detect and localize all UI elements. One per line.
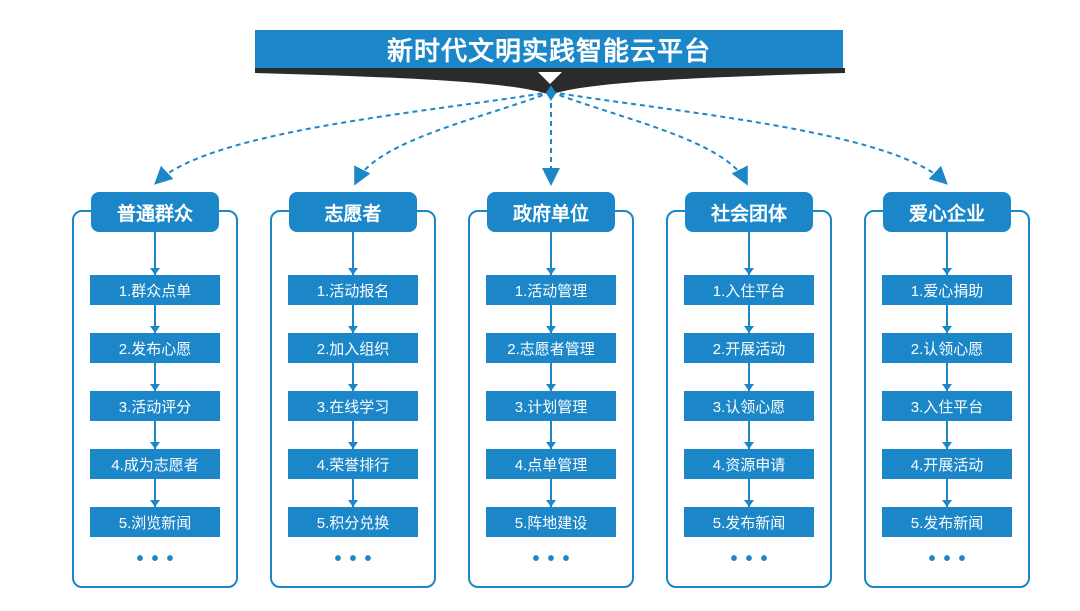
dashed-arrow-icon — [550, 91, 748, 186]
flow-step: 1.群众点单 — [90, 275, 220, 305]
flow-step: 4.资源申请 — [684, 449, 814, 479]
arrow-down-icon — [744, 305, 754, 333]
arrow-down-icon — [150, 421, 160, 449]
flow-step: 3.在线学习 — [288, 391, 418, 421]
dashed-arrow-icon — [550, 91, 948, 185]
arrow-down-icon — [942, 421, 952, 449]
flow-step: 1.活动报名 — [288, 275, 418, 305]
role-column: 政府单位 1.活动管理 2.志愿者管理 3.计划管理 4.点单管理 5.阵地建设 ••• — [468, 192, 634, 596]
ellipsis-more: ••• — [334, 548, 380, 570]
column-flow: 1.入住平台 2.开展活动 3.认领心愿 4.资源申请 5.发布新闻 ••• — [666, 232, 832, 569]
arrow-down-icon — [546, 232, 556, 275]
role-column: 志愿者 1.活动报名 2.加入组织 3.在线学习 4.荣誉排行 5.积分兑换 ••• — [270, 192, 436, 596]
column-flow: 1.爱心捐助 2.认领心愿 3.入住平台 4.开展活动 5.发布新闻 ••• — [864, 232, 1030, 569]
role-column: 普通群众 1.群众点单 2.发布心愿 3.活动评分 4.成为志愿者 5.浏览新闻 ••• — [72, 192, 238, 596]
arrow-down-icon — [942, 305, 952, 333]
column-header: 普通群众 — [91, 192, 219, 232]
arrow-down-icon — [546, 305, 556, 333]
hub-point-icon — [546, 86, 556, 101]
arrow-down-icon — [942, 232, 952, 275]
column-header: 政府单位 — [487, 192, 615, 232]
banner-ribbon-shape — [255, 68, 845, 95]
arrow-down-icon — [744, 479, 754, 507]
flow-step: 4.开展活动 — [882, 449, 1012, 479]
flow-step: 4.点单管理 — [486, 449, 616, 479]
arrow-down-icon — [942, 479, 952, 507]
arrow-down-icon — [348, 479, 358, 507]
column-flow: 1.群众点单 2.发布心愿 3.活动评分 4.成为志愿者 5.浏览新闻 ••• — [72, 232, 238, 569]
ellipsis-more: ••• — [928, 548, 974, 570]
flow-step: 2.认领心愿 — [882, 333, 1012, 363]
arrow-down-icon — [744, 421, 754, 449]
role-column: 社会团体 1.入住平台 2.开展活动 3.认领心愿 4.资源申请 5.发布新闻 ••• — [666, 192, 832, 596]
ellipsis-more: ••• — [730, 548, 776, 570]
flow-step: 2.志愿者管理 — [486, 333, 616, 363]
connector-fan — [154, 86, 948, 186]
flow-step: 5.积分兑换 — [288, 507, 418, 537]
column-header: 社会团体 — [685, 192, 813, 232]
flow-step: 5.发布新闻 — [684, 507, 814, 537]
arrow-down-icon — [150, 363, 160, 391]
flow-step: 5.浏览新闻 — [90, 507, 220, 537]
flow-step: 3.活动评分 — [90, 391, 220, 421]
flow-step: 4.成为志愿者 — [90, 449, 220, 479]
arrow-down-icon — [744, 232, 754, 275]
platform-title: 新时代文明实践智能云平台 — [255, 30, 843, 68]
column-header: 爱心企业 — [883, 192, 1011, 232]
dashed-arrow-icon — [354, 91, 552, 186]
arrow-down-icon — [546, 479, 556, 507]
flow-step: 1.爱心捐助 — [882, 275, 1012, 305]
arrow-down-icon — [348, 363, 358, 391]
flow-step: 5.阵地建设 — [486, 507, 616, 537]
ellipsis-more: ••• — [532, 548, 578, 570]
flow-step: 4.荣誉排行 — [288, 449, 418, 479]
flow-step: 1.活动管理 — [486, 275, 616, 305]
flow-step: 5.发布新闻 — [882, 507, 1012, 537]
role-column: 爱心企业 1.爱心捐助 2.认领心愿 3.入住平台 4.开展活动 5.发布新闻 ••• — [864, 192, 1030, 596]
arrow-down-icon — [942, 363, 952, 391]
flow-step: 2.发布心愿 — [90, 333, 220, 363]
arrow-down-icon — [348, 305, 358, 333]
ellipsis-more: ••• — [136, 548, 182, 570]
arrow-down-icon — [744, 363, 754, 391]
flow-step: 2.开展活动 — [684, 333, 814, 363]
arrow-down-icon — [150, 305, 160, 333]
column-flow: 1.活动报名 2.加入组织 3.在线学习 4.荣誉排行 5.积分兑换 ••• — [270, 232, 436, 569]
flow-step: 3.认领心愿 — [684, 391, 814, 421]
arrow-down-icon — [538, 72, 562, 84]
arrow-down-icon — [348, 232, 358, 275]
flow-step: 1.入住平台 — [684, 275, 814, 305]
arrow-down-icon — [348, 421, 358, 449]
column-header: 志愿者 — [289, 192, 417, 232]
arrow-down-icon — [546, 363, 556, 391]
arrow-down-icon — [150, 232, 160, 275]
dashed-arrow-icon — [154, 91, 552, 185]
arrow-down-icon — [546, 421, 556, 449]
flow-step: 3.计划管理 — [486, 391, 616, 421]
flow-step: 3.入住平台 — [882, 391, 1012, 421]
flow-step: 2.加入组织 — [288, 333, 418, 363]
column-flow: 1.活动管理 2.志愿者管理 3.计划管理 4.点单管理 5.阵地建设 ••• — [468, 232, 634, 569]
arrow-down-icon — [150, 479, 160, 507]
